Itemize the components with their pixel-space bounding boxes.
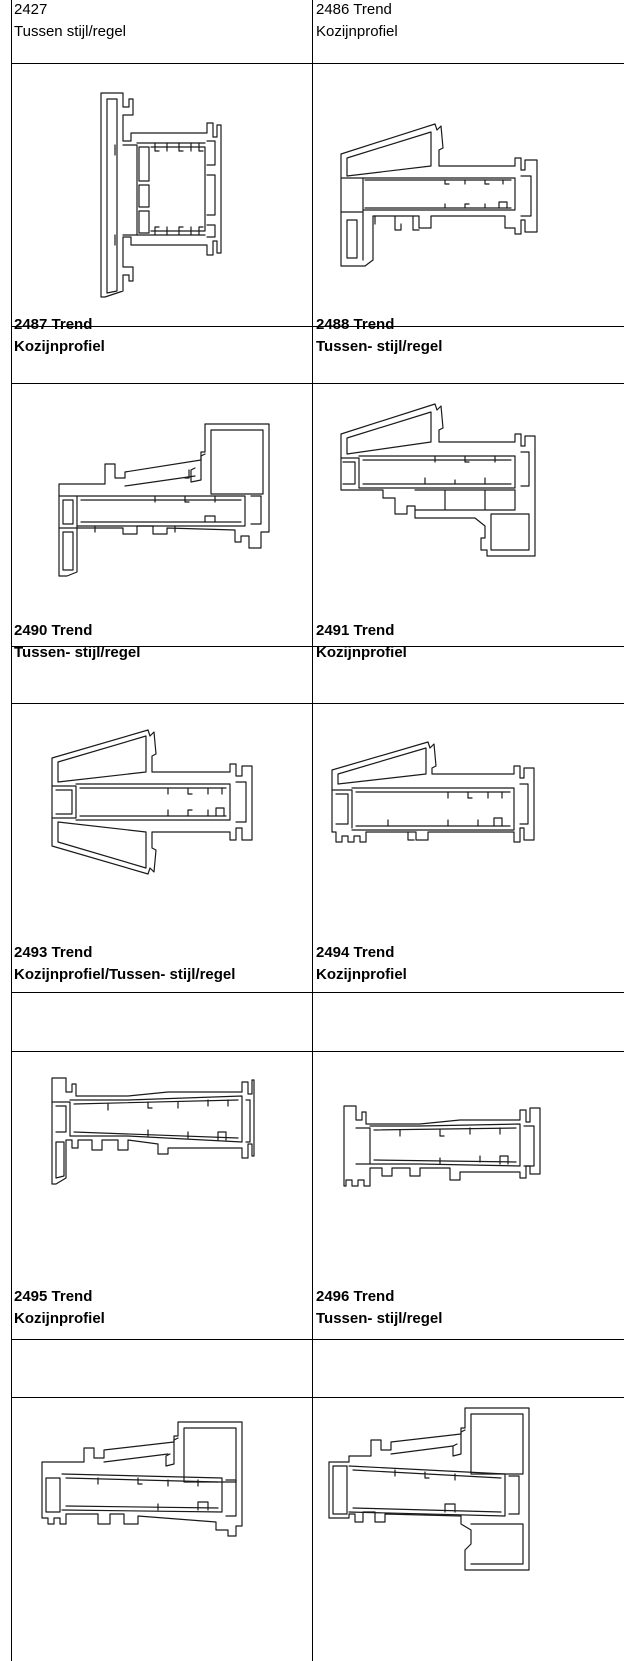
profile-name: Tussen stijl/regel: [14, 23, 126, 40]
profile-header-2427: 2427 Tussen stijl/regel: [14, 0, 126, 43]
profile-code: 2494 Trend: [316, 944, 395, 961]
profile-name: Kozijnprofiel: [14, 338, 105, 355]
profile-code: 2427: [14, 1, 48, 18]
row-divider: [11, 992, 624, 993]
profile-header-2487: 2487 Trend Kozijnprofiel: [14, 314, 105, 358]
profile-header-2494: 2494 Trend Kozijnprofiel: [316, 942, 407, 986]
row-divider: [11, 383, 624, 384]
profile-name: Kozijnprofiel: [316, 23, 398, 40]
row-divider: [11, 1339, 624, 1340]
profile-header-2495: 2495 Trend Kozijnprofiel: [14, 1286, 105, 1330]
profile-drawing-2487: [55, 420, 270, 590]
profile-header-2493: 2493 Trend Kozijnprofiel/Tussen- stijl/r…: [14, 942, 235, 986]
profile-code: 2491 Trend: [316, 622, 395, 639]
profile-header-2491: 2491 Trend Kozijnprofiel: [316, 620, 407, 664]
profile-drawing-2495: [38, 1418, 253, 1548]
profile-header-2486: 2486 Trend Kozijnprofiel: [316, 0, 398, 43]
table-column-divider: [312, 0, 313, 1661]
profile-name: Kozijnprofiel: [316, 966, 407, 983]
profile-name: Tussen- stijl/regel: [14, 644, 141, 661]
profile-name: Tussen- stijl/regel: [316, 338, 443, 355]
profile-header-2488: 2488 Trend Tussen- stijl/regel: [316, 314, 442, 358]
profile-code: 2495 Trend: [14, 1288, 93, 1305]
profile-code: 2486 Trend: [316, 1, 392, 18]
profile-drawing-2427: [95, 85, 245, 305]
profile-code: 2490 Trend: [14, 622, 93, 639]
profile-drawing-2493: [48, 1074, 258, 1194]
profile-drawing-2496: [325, 1404, 535, 1574]
profile-name: Tussen- stijl/regel: [316, 1310, 443, 1327]
profile-header-2496: 2496 Trend Tussen- stijl/regel: [316, 1286, 442, 1330]
row-divider: [11, 326, 624, 327]
profile-drawing-2491: [328, 740, 538, 850]
profile-code: 2493 Trend: [14, 944, 93, 961]
row-divider: [11, 703, 624, 704]
profile-drawing-2494: [340, 1102, 545, 1192]
profile-drawing-2490: [48, 728, 258, 878]
profile-header-2490: 2490 Trend Tussen- stijl/regel: [14, 620, 140, 664]
profile-code: 2488 Trend: [316, 316, 395, 333]
row-divider: [11, 63, 624, 64]
profile-code: 2487 Trend: [14, 316, 93, 333]
profile-name: Kozijnprofiel: [14, 1310, 105, 1327]
row-divider: [11, 1397, 624, 1398]
profile-code: 2496 Trend: [316, 1288, 395, 1305]
profile-name: Kozijnprofiel: [316, 644, 407, 661]
row-divider: [11, 1051, 624, 1052]
profile-drawing-2488: [335, 400, 545, 560]
profile-drawing-2486: [335, 120, 545, 270]
table-border-left: [11, 0, 12, 1661]
profile-name: Kozijnprofiel/Tussen- stijl/regel: [14, 966, 236, 983]
row-divider: [11, 646, 624, 647]
